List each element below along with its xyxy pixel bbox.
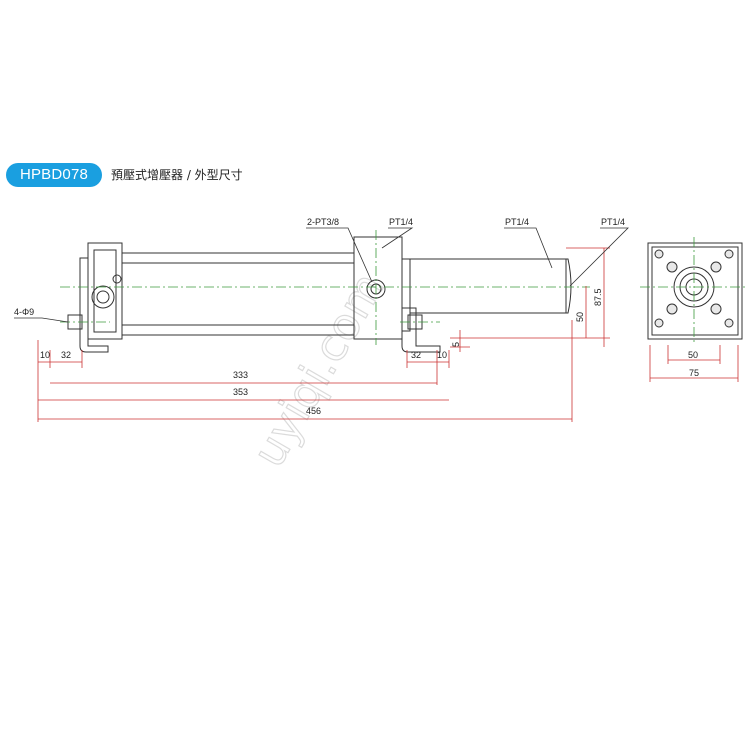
dim-end-50: 50 [688, 350, 698, 360]
dim-353: 353 [233, 387, 248, 397]
callout-port-mid: 2-PT3/8 [307, 217, 339, 227]
drawing-title: 預壓式增壓器 / 外型尺寸 [111, 168, 243, 182]
end-view-bolts [654, 249, 734, 328]
dim-32-right: 32 [411, 350, 421, 360]
callout-port-top: PT1/4 [389, 217, 413, 227]
dim-end-75: 75 [689, 368, 699, 378]
dim-5: 5 [451, 342, 461, 347]
dim-456: 456 [306, 406, 321, 416]
dim-333: 333 [233, 370, 248, 380]
callout-holes: 4-Φ9 [14, 307, 34, 317]
dim-10-left: 10 [40, 350, 50, 360]
dim-32-left: 32 [61, 350, 71, 360]
dim-10-right: 10 [437, 350, 447, 360]
dim-50-height: 50 [575, 312, 585, 322]
dim-87-5: 87.5 [593, 288, 603, 306]
end-view-outer [647, 242, 743, 340]
model-badge: HPBD078 [6, 163, 102, 187]
callout-port-rod: PT1/4 [505, 217, 529, 227]
right-bracket [401, 307, 441, 353]
rod-section [409, 258, 567, 314]
watermark: uyiqi.com [243, 264, 394, 475]
callout-port-end: PT1/4 [601, 217, 625, 227]
